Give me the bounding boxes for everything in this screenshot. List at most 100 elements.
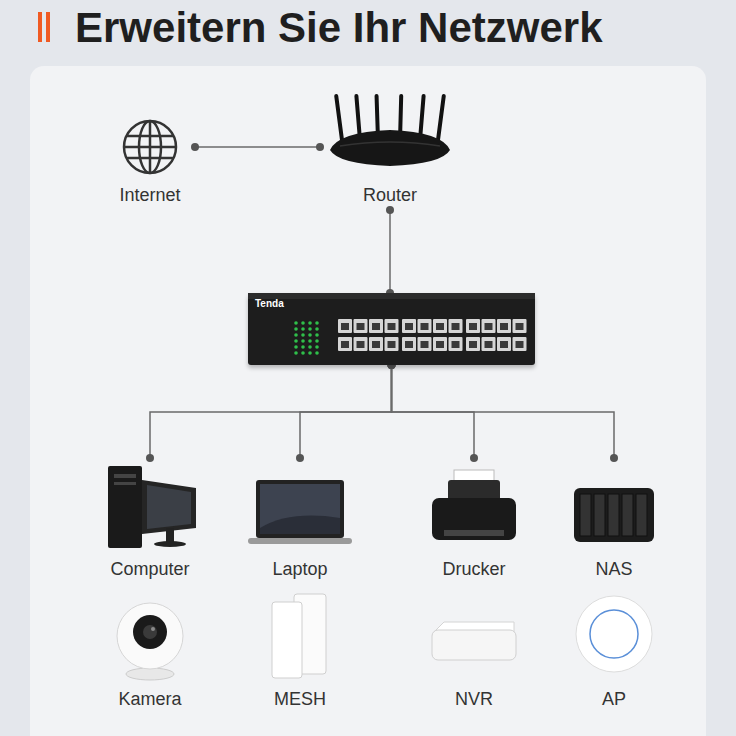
network-link [296, 361, 396, 462]
ethernet-port [513, 337, 527, 351]
ethernet-port [485, 341, 493, 348]
ethernet-port [338, 319, 352, 333]
laptop-base [248, 538, 352, 544]
ethernet-port [341, 323, 349, 330]
ethernet-port [500, 341, 508, 348]
device-illustration [248, 293, 535, 355]
link-dot [470, 454, 478, 462]
status-led [315, 345, 319, 349]
device-label: Computer [110, 558, 189, 580]
nas-bay [636, 494, 647, 536]
switch-lip [248, 293, 535, 299]
accent-bar [38, 12, 42, 42]
device-node: Laptop [235, 458, 365, 583]
ethernet-port [433, 337, 447, 351]
status-led [315, 321, 319, 325]
ethernet-port [418, 337, 432, 351]
device-node: NAS [549, 458, 679, 583]
content-panel [30, 66, 706, 736]
device-illustration [124, 121, 176, 173]
network-link [388, 361, 619, 462]
ethernet-port [433, 319, 447, 333]
status-led [301, 321, 305, 325]
router-antenna [336, 96, 342, 140]
device-label: MESH [274, 688, 326, 710]
link-dot [146, 454, 154, 462]
pc-tower [114, 474, 136, 478]
ethernet-port [338, 337, 352, 351]
nas-bay [594, 494, 605, 536]
ethernet-port [418, 319, 432, 333]
access-point [590, 610, 638, 658]
device-label: AP [602, 688, 626, 710]
status-led [308, 351, 312, 355]
ethernet-port [449, 337, 463, 351]
link-line [195, 146, 320, 148]
router-body [340, 142, 440, 146]
ethernet-port [354, 337, 368, 351]
link-dot [610, 454, 618, 462]
status-led [315, 339, 319, 343]
ethernet-port [385, 319, 399, 333]
ethernet-port [421, 323, 429, 330]
status-led [301, 327, 305, 331]
status-led [294, 327, 298, 331]
status-led [301, 345, 305, 349]
device-label: Internet [119, 184, 180, 206]
monitor-stand [166, 528, 174, 542]
ethernet-port [482, 319, 496, 333]
ethernet-port [469, 341, 477, 348]
ethernet-port [402, 319, 416, 333]
ethernet-port [354, 319, 368, 333]
laptop-screen [260, 516, 340, 534]
accent-bar [46, 12, 50, 42]
printer-slot [444, 530, 504, 536]
camera-lens [133, 615, 167, 649]
device-label: NAS [595, 558, 632, 580]
link-dot [316, 143, 324, 151]
router-body [330, 130, 450, 166]
ethernet-port [388, 341, 396, 348]
device-illustration [330, 96, 450, 166]
device-node: Computer [85, 458, 215, 583]
mesh-unit [272, 602, 302, 678]
ethernet-port [436, 341, 444, 348]
link-dot [386, 206, 394, 214]
pc-tower [108, 466, 142, 548]
link-line [300, 365, 392, 458]
status-led [294, 345, 298, 349]
status-led [294, 321, 298, 325]
link-dot [191, 143, 199, 151]
globe-icon [127, 135, 173, 138]
printer-body [432, 498, 516, 540]
ethernet-port [497, 319, 511, 333]
ethernet-port [372, 323, 380, 330]
ethernet-port [405, 341, 413, 348]
device-node: AP [549, 588, 679, 713]
device-label: Drucker [442, 558, 505, 580]
ethernet-port [341, 341, 349, 348]
ethernet-port [452, 323, 460, 330]
status-led [308, 345, 312, 349]
ethernet-port [482, 337, 496, 351]
pc-tower [114, 482, 136, 485]
device-label: NVR [455, 688, 493, 710]
device-illustration [432, 622, 516, 660]
status-led [301, 339, 305, 343]
ethernet-port [449, 319, 463, 333]
status-led [294, 351, 298, 355]
status-led [308, 321, 312, 325]
device-node: MESH [235, 588, 365, 713]
nas-body [574, 488, 654, 542]
device-label: Kamera [118, 688, 181, 710]
ethernet-port [421, 341, 429, 348]
globe-icon [124, 146, 176, 149]
link-dot [296, 454, 304, 462]
device-illustration [576, 596, 652, 672]
camera-base [126, 668, 174, 680]
nas-bay [608, 494, 619, 536]
nvr-box [432, 630, 516, 660]
access-point [576, 596, 652, 672]
device-illustration [574, 488, 654, 542]
device-label: Router [363, 184, 417, 206]
